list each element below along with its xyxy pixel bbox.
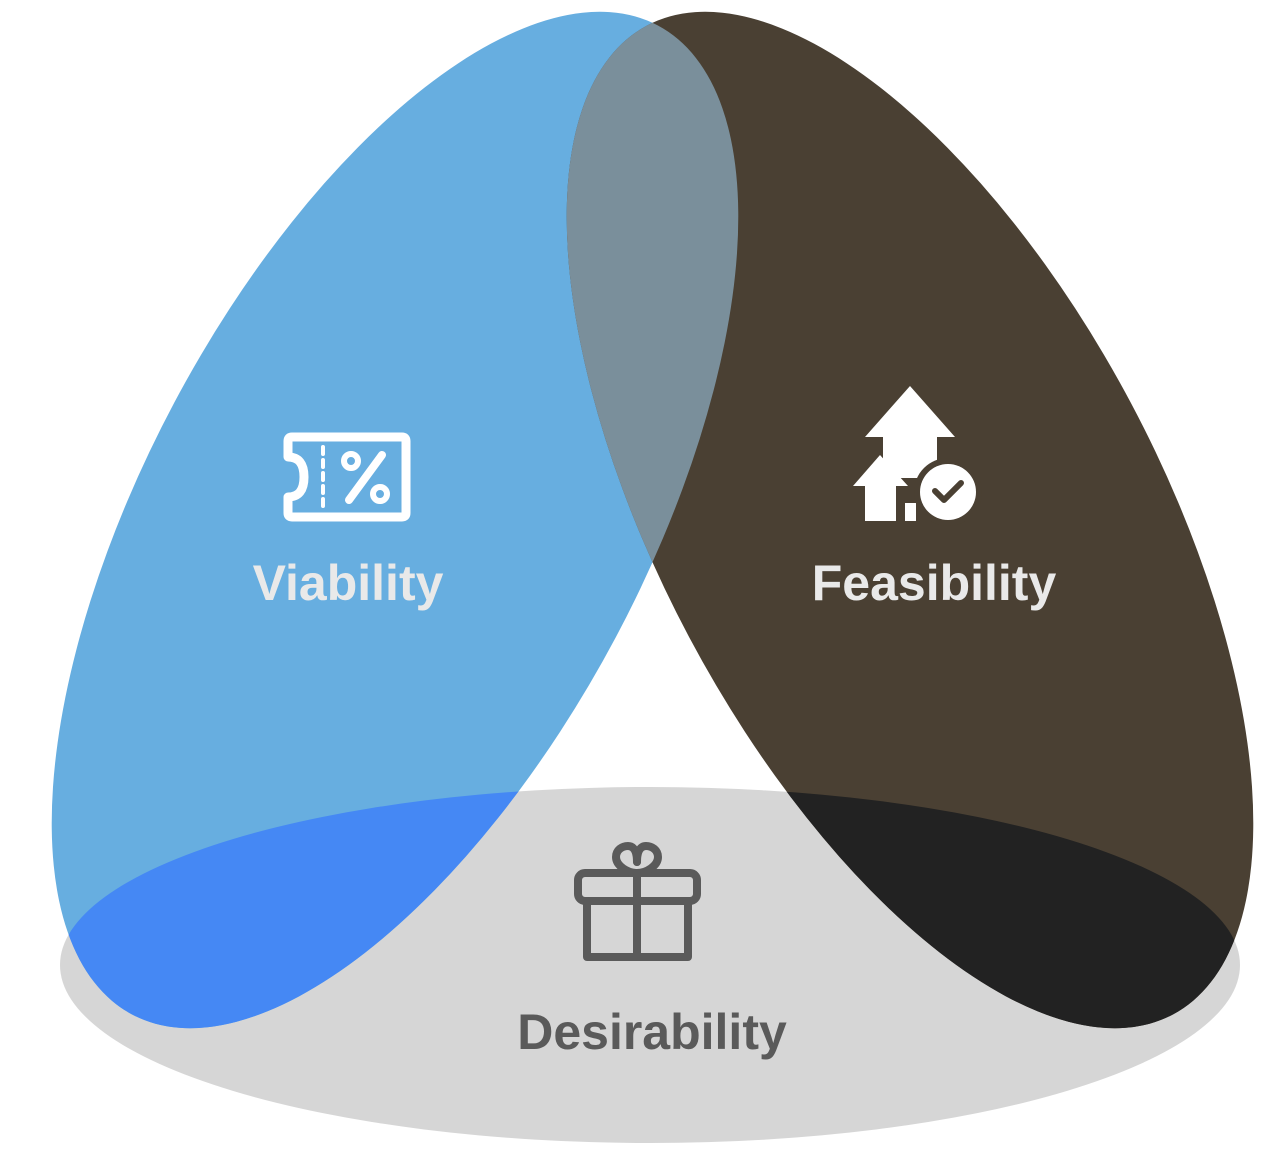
gift-icon: [574, 842, 701, 961]
feasibility-label: Feasibility: [812, 555, 1057, 611]
viability-label: Viability: [253, 555, 444, 611]
growth-arrows-check-icon: [853, 386, 982, 526]
percent-ticket-icon: [283, 432, 411, 522]
desirability-label: Desirability: [517, 1004, 787, 1060]
